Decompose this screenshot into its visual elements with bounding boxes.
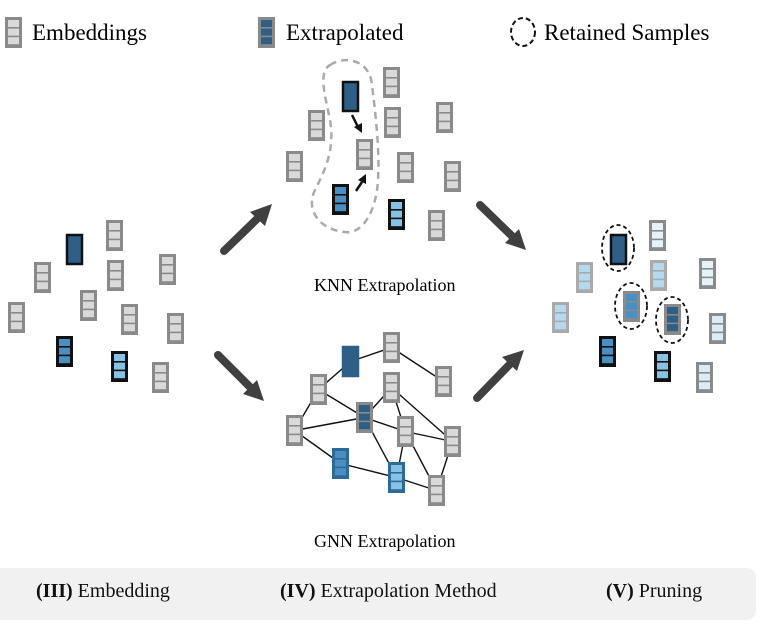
embedding-block: [286, 415, 303, 446]
graph-edge: [340, 462, 397, 479]
legend-retained-label: Retained Samples: [544, 20, 709, 45]
legend-extrapolated-label: Extrapolated: [286, 20, 404, 45]
embedding-block: [444, 161, 461, 192]
retained-ellipses: [601, 224, 689, 344]
legend-embeddings-label: Embeddings: [32, 20, 147, 45]
retained-ellipse: [655, 296, 689, 344]
pruned-block: [650, 260, 667, 291]
stage-label: Embedding: [72, 580, 170, 602]
stage-pruning: (V) Pruning: [606, 580, 702, 603]
embedding-block: [34, 262, 51, 293]
embedding-block: [436, 102, 453, 133]
graph-edge: [391, 386, 453, 443]
embedding-blocks: [8, 67, 726, 506]
gnn-caption: GNN Extrapolation: [314, 531, 455, 551]
stage-numeral: (III): [36, 580, 73, 602]
embedding-block: [159, 254, 176, 285]
mid-blue-block: [332, 184, 349, 215]
stage-label: Pruning: [633, 580, 703, 602]
pruned-block: [552, 302, 569, 333]
knn-neighbor-arrows: [350, 114, 366, 192]
neighbor-arrow: [354, 181, 364, 192]
stage-numeral: (V): [606, 580, 634, 602]
embedding-block: [435, 366, 452, 397]
embedding-stack-icon: [5, 17, 22, 48]
stage-footer: [0, 568, 756, 620]
flow-arrows: [214, 201, 526, 402]
light-blue-block: [388, 199, 405, 230]
embedding-block: [356, 139, 373, 170]
retained-dark-block: [609, 233, 628, 266]
neighbor-arrowhead: [354, 123, 362, 133]
stage-numeral: (IV): [280, 580, 316, 602]
embedding-block: [80, 290, 97, 321]
knn-cluster-outline: [310, 58, 380, 234]
pruned-block: [709, 313, 726, 344]
dark-blue-block: [65, 233, 84, 266]
retained-ellipse: [614, 282, 648, 330]
mid-blue-block: [332, 448, 349, 479]
legend: Embeddings Extrapolated Retained Samples: [5, 17, 709, 48]
stage-extrapolation: (IV) Extrapolation Method: [280, 580, 497, 603]
embedding-block: [384, 107, 401, 138]
embedding-block: [444, 426, 461, 457]
retained-block: [623, 291, 640, 322]
embedding-block: [8, 302, 25, 333]
arrow-to-knn: [220, 204, 272, 255]
stage-embedding: (III) Embedding: [36, 580, 170, 603]
embedding-block: [383, 67, 400, 98]
embedding-block: [107, 260, 124, 291]
light-blue-block: [654, 351, 671, 382]
gnn-edges: [293, 346, 454, 492]
embedding-block: [428, 210, 445, 241]
light-blue-block: [388, 462, 405, 493]
embedding-stack-icon: [5, 17, 22, 48]
neighbor-arrowhead: [358, 174, 366, 184]
embedding-block: [152, 362, 169, 393]
extrapolated-stack-icon: [258, 17, 275, 48]
graph-edge: [391, 346, 444, 383]
arrow-knn-to-pruning: [476, 201, 526, 250]
embedding-block: [383, 372, 400, 403]
dashed-ellipse-icon: [510, 17, 536, 47]
embedding-block: [397, 152, 414, 183]
dark-blue-block: [341, 80, 360, 113]
arrow-gnn-to-pruning: [473, 350, 524, 402]
pruned-block: [699, 258, 716, 289]
embedding-block: [397, 416, 414, 447]
neighbor-arrow: [350, 114, 360, 128]
embedding-block: [428, 475, 445, 506]
retained-ellipse: [601, 224, 635, 272]
dark-blue-block: [341, 345, 360, 378]
extrapolated-stack-icon: [258, 17, 275, 48]
pruned-block: [696, 362, 713, 393]
mid-blue-block: [56, 336, 73, 367]
embedding-block: [308, 110, 325, 141]
stage-label: Extrapolation Method: [315, 580, 497, 602]
extrapolated-block: [356, 402, 373, 433]
embedding-block: [286, 151, 303, 182]
embedding-block: [383, 332, 400, 363]
light-blue-block: [111, 351, 128, 382]
embedding-block: [106, 220, 123, 251]
embedding-block: [167, 313, 184, 344]
knn-caption: KNN Extrapolation: [314, 275, 455, 295]
retained-block: [664, 304, 681, 335]
pruned-block: [576, 262, 593, 293]
graph-edge: [294, 416, 365, 432]
embedding-block: [121, 304, 138, 335]
mid-blue-block: [599, 336, 616, 367]
pruned-block: [649, 220, 666, 251]
embedding-block: [310, 374, 327, 405]
arrow-to-gnn: [214, 351, 264, 401]
